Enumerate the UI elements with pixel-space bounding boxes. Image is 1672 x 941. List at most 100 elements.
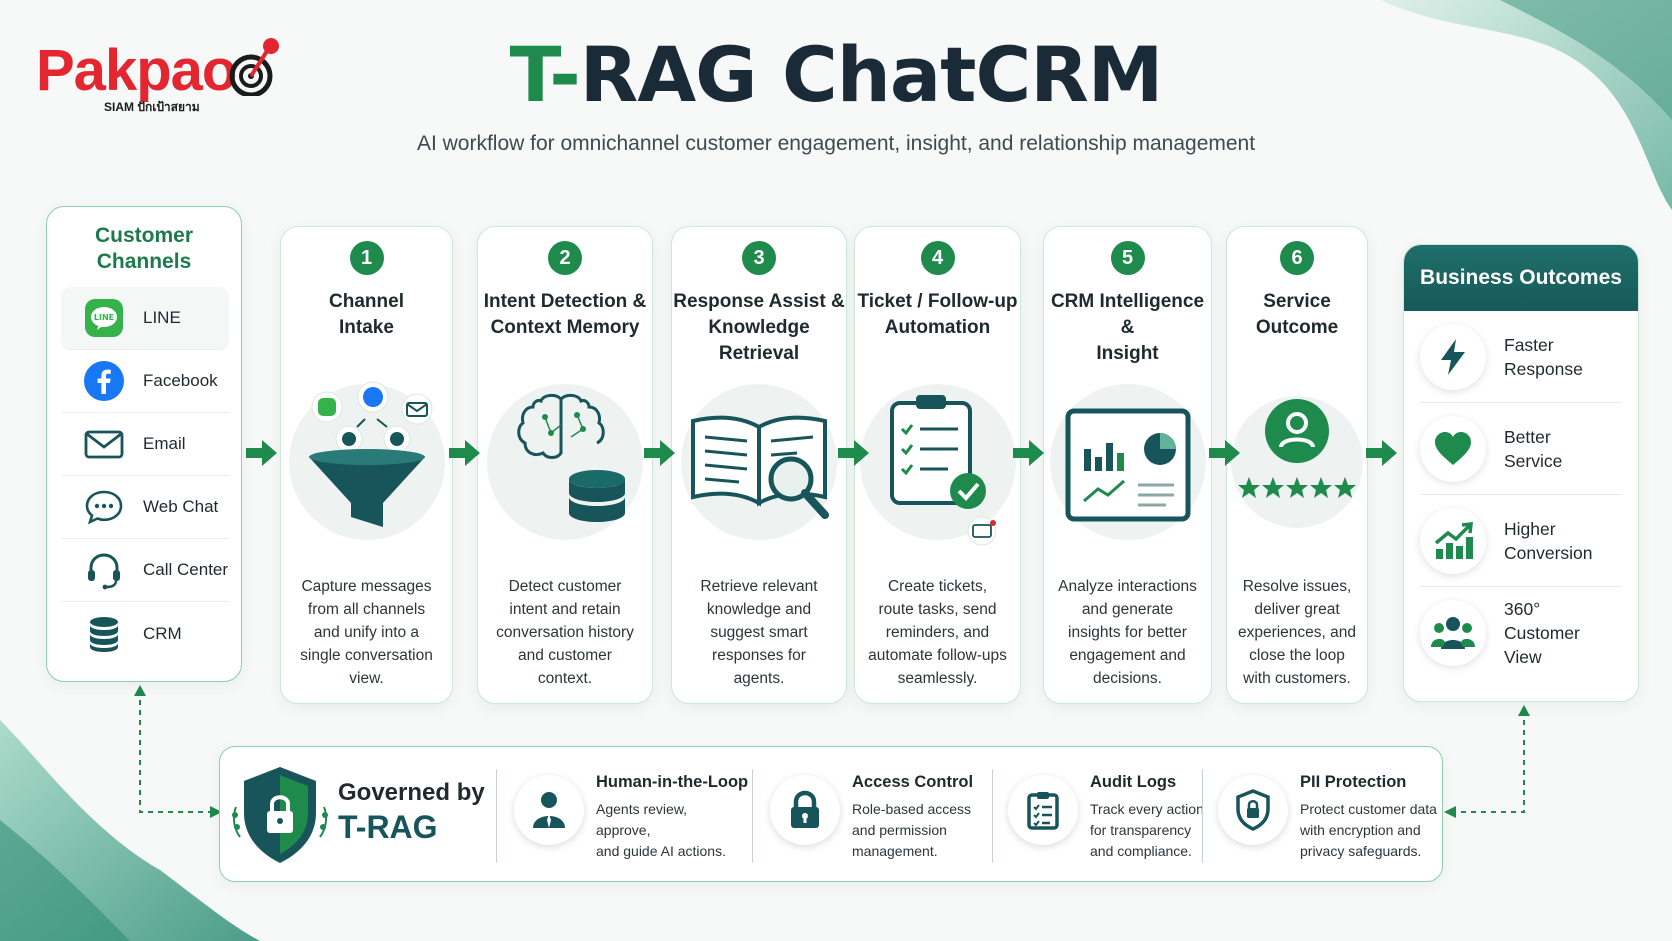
brain-database-icon (487, 384, 643, 540)
step-description: Capture messages from all channels and u… (300, 578, 433, 687)
step-number: 5 (1110, 241, 1145, 275)
flow-arrow (1366, 440, 1397, 466)
flow-arrow (1013, 440, 1044, 466)
gov-item-title: PII Protection (1300, 773, 1407, 791)
gov-item-description: Agents review, approve, and guide AI act… (596, 801, 726, 859)
channel-label: LINE (143, 308, 181, 327)
divider (992, 769, 993, 863)
gov-item-human-in-the-loop: Human-in-the-Loop Agents review, approve… (514, 771, 748, 867)
step-description: Resolve issues, deliver great experience… (1237, 578, 1357, 687)
channel-label: Call Center (143, 560, 229, 579)
outcome-item-faster-response: Faster Response (1420, 311, 1622, 403)
gov-item-pii-protection: PII Protection Protect customer data wit… (1218, 771, 1438, 867)
gov-item-description: Protect customer data with encryption an… (1300, 801, 1437, 859)
flow-arrow (1209, 440, 1240, 466)
outcome-label: Better Service (1504, 426, 1563, 471)
step-card-ticket-automation: 4 Ticket / Follow-up Automation Create t… (854, 226, 1021, 704)
step-description: Detect customer intent and retain conver… (496, 578, 634, 687)
svg-text:LINE: LINE (94, 313, 114, 322)
database-icon (81, 611, 127, 657)
channels-title: Customer Channels (94, 224, 194, 273)
customer-channels-panel: Customer Channels LINE LINE Facebook Ema… (46, 206, 242, 682)
step-number: 6 (1280, 241, 1314, 275)
channel-label: Web Chat (143, 497, 219, 516)
step-number: 3 (742, 241, 776, 275)
user-rating-icon (1231, 396, 1363, 528)
outcome-label: Higher Conversion (1504, 518, 1593, 563)
channel-label: CRM (143, 623, 182, 643)
step-number: 4 (920, 241, 955, 275)
title-accent: T- (509, 30, 581, 119)
divider (496, 769, 497, 863)
loop-connector-right (1444, 705, 1530, 818)
step-title: Channel Intake (329, 291, 404, 338)
person-icon (514, 775, 584, 845)
step-description: Create tickets, route tasks, send remind… (868, 578, 1007, 687)
brand-logo: Pakpao SIAM ปักเป้าสยาม (36, 36, 279, 116)
outcome-item-better-service: Better Service (1420, 403, 1622, 495)
web-chat-icon (81, 484, 127, 530)
logo-text: Pakpao (36, 38, 237, 103)
channel-item-facebook: Facebook (61, 350, 229, 413)
checklist-icon (1008, 775, 1078, 845)
channel-label: Facebook (143, 371, 218, 390)
lock-icon (770, 775, 840, 845)
page-title: T-RAG ChatCRM (0, 30, 1672, 119)
governance-panel: Governed by T-RAG Human-in-the-Loop Agen… (219, 746, 1443, 882)
step-title: CRM Intelligence & Insight (1050, 291, 1205, 364)
gov-item-title: Audit Logs (1090, 773, 1177, 791)
people-icon (1420, 600, 1486, 666)
page-subtitle: AI workflow for omnichannel customer eng… (416, 132, 1256, 155)
flow-arrow (644, 440, 675, 466)
growth-chart-icon (1420, 507, 1486, 574)
outcome-label: Faster Response (1504, 334, 1583, 379)
title-main: RAG ChatCRM (579, 30, 1164, 119)
clipboard-check-icon (859, 384, 1016, 546)
gov-item-description: Role-based access and permission managem… (852, 801, 972, 859)
step-card-channel-intake: 1 Channel Intake Capture messages from a… (280, 226, 453, 704)
channel-item-call-center: Call Center (61, 539, 229, 602)
flow-arrow (449, 440, 480, 466)
step-card-crm-intelligence: 5 CRM Intelligence & Insight Analyze int… (1043, 226, 1212, 704)
headset-icon (81, 547, 127, 593)
channel-item-email: Email (61, 413, 229, 476)
gov-item-audit-logs: Audit Logs Track every action for transp… (1008, 771, 1208, 867)
shield-lock-icon (232, 767, 328, 863)
target-icon (229, 38, 279, 96)
channel-item-crm: CRM (61, 602, 229, 665)
step-card-response-assist: 3 Response Assist & Knowledge Retrieval … (671, 226, 847, 704)
governed-by-label: Governed by (338, 779, 485, 806)
outcome-item-higher-conversion: Higher Conversion (1420, 495, 1622, 587)
email-icon (81, 421, 127, 467)
channel-label: Email (143, 434, 186, 453)
channel-item-line: LINE LINE (61, 287, 229, 350)
divider (1202, 769, 1203, 863)
gov-item-title: Human-in-the-Loop (596, 773, 749, 791)
gov-item-access-control: Access Control Role-based access and per… (770, 771, 980, 867)
step-description: Analyze interactions and generate insigh… (1058, 578, 1197, 687)
flow-arrow (838, 440, 869, 466)
flow-arrow (246, 440, 277, 466)
step-title: Ticket / Follow-up Automation (857, 291, 1018, 338)
step-description: Retrieve relevant knowledge and suggest … (700, 578, 818, 687)
step-title: Intent Detection & Context Memory (483, 291, 647, 338)
business-outcomes-panel: Business Outcomes Faster Response Better… (1403, 244, 1639, 702)
step-number: 1 (349, 241, 384, 275)
step-card-intent-detection: 2 Intent Detection & Context Memory Dete… (477, 226, 653, 704)
outcome-item-customer-view: 360° Customer View (1420, 587, 1622, 679)
gov-item-title: Access Control (852, 773, 974, 791)
lightning-icon (1420, 323, 1486, 390)
shield-lock-icon (1218, 775, 1288, 845)
book-search-icon (681, 384, 837, 540)
step-title: Response Assist & Knowledge Retrieval (673, 291, 845, 364)
channel-list: LINE LINE Facebook Email Web Chat (61, 287, 229, 665)
line-icon: LINE (81, 295, 127, 341)
channel-item-web-chat: Web Chat (61, 476, 229, 539)
facebook-icon (81, 358, 127, 404)
heart-icon (1420, 415, 1486, 482)
divider (752, 769, 753, 863)
dashboard-icon (1049, 384, 1206, 540)
step-card-service-outcome: 6 Service Outcome Resolve issues, delive… (1226, 226, 1368, 704)
loop-connector-left (134, 685, 222, 818)
step-title: Service Outcome (1255, 291, 1339, 338)
